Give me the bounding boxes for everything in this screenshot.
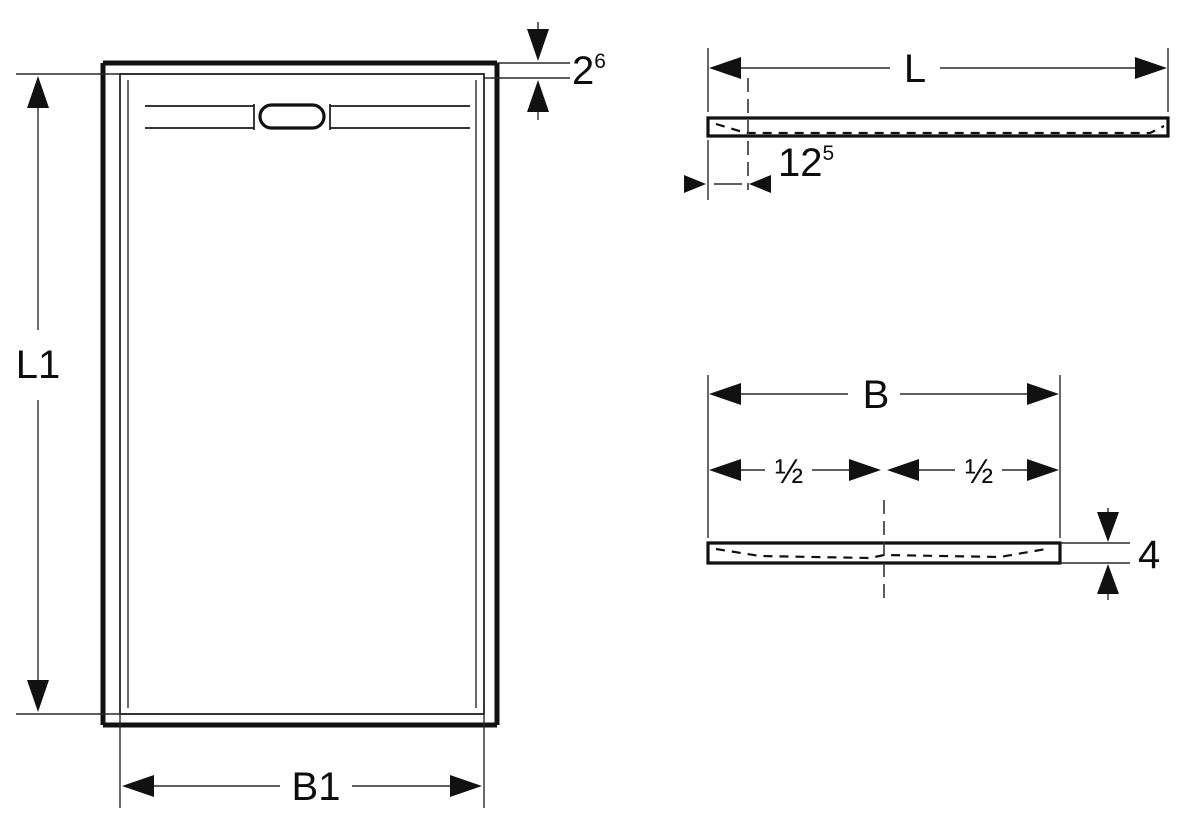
side-elevation-view: L 125 <box>684 47 1170 200</box>
dimension-label-half-left: ½ <box>775 453 803 491</box>
arrow-right-icon <box>450 775 482 797</box>
arrow-right-icon <box>849 459 881 481</box>
drain-offset-superscript: 5 <box>823 142 835 165</box>
arrow-left-icon <box>684 175 706 193</box>
arrow-right-icon <box>1135 57 1167 79</box>
drain-slot-icon <box>258 103 326 130</box>
dimension-halves: ½ ½ <box>709 453 1059 491</box>
arrow-up-icon <box>527 80 549 112</box>
rim-height-value: 2 <box>572 49 594 93</box>
arrow-up-icon <box>1097 564 1119 594</box>
front-slope-dashed-line <box>715 547 1047 560</box>
dimension-B: B <box>707 373 1061 538</box>
arrow-down-icon <box>1097 512 1119 542</box>
dimension-label-B: B <box>863 373 890 417</box>
dimension-label-B1: B1 <box>292 765 341 809</box>
front-elevation-view: B ½ ½ 4 <box>706 373 1160 600</box>
arrow-left-icon <box>709 57 741 79</box>
dimension-label-drain-offset: 125 <box>778 141 834 185</box>
dimension-label-half-right: ½ <box>965 453 993 491</box>
dimension-B1: B1 <box>119 700 485 809</box>
arrow-down-icon <box>27 680 49 712</box>
drain-offset-value: 12 <box>778 141 823 185</box>
dimension-label-thickness: 4 <box>1138 533 1160 577</box>
arrow-right-icon <box>749 175 771 193</box>
dimension-rim-height: 26 <box>484 22 606 120</box>
dimension-L1: L1 <box>16 73 160 715</box>
arrow-left-icon <box>122 775 154 797</box>
plan-view: L1 B1 26 <box>16 22 606 809</box>
arrow-left-icon <box>709 459 741 481</box>
dimension-label-L: L <box>904 47 926 91</box>
dimension-drain-offset: 125 <box>684 140 834 200</box>
arrow-up-icon <box>27 76 49 108</box>
dimension-thickness: 4 <box>1060 508 1160 600</box>
arrow-left-icon <box>709 383 741 405</box>
side-slab-profile <box>706 116 1170 138</box>
arrow-down-icon <box>527 29 549 61</box>
arrow-right-icon <box>1027 459 1059 481</box>
rim-height-superscript: 6 <box>594 50 606 73</box>
arrow-right-icon <box>1027 383 1059 405</box>
dimension-label-rim-height: 26 <box>572 49 606 93</box>
arrow-left-icon <box>887 459 919 481</box>
dimension-L: L <box>707 47 1169 112</box>
dimension-label-L1: L1 <box>16 343 61 387</box>
